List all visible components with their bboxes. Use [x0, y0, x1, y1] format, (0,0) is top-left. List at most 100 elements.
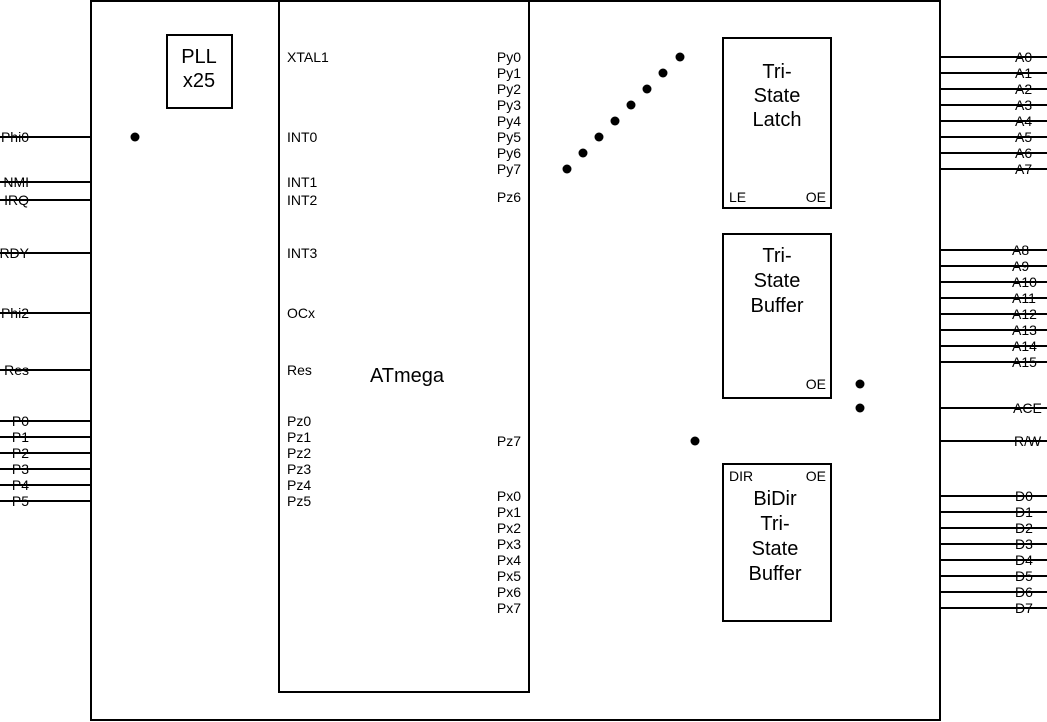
pin-label-py6: Py6	[497, 145, 521, 161]
data-label-d1: D1	[1015, 504, 1033, 520]
junction-py2	[642, 84, 652, 94]
bidir-dir-label: DIR	[729, 468, 753, 484]
address-label-a13: A13	[1012, 322, 1037, 338]
rw-label: R/W	[1014, 433, 1042, 449]
junction-py7	[562, 164, 572, 174]
pin-label-int1: INT1	[287, 174, 318, 190]
pin-label-py1: Py1	[497, 65, 521, 81]
pin-label-py2: Py2	[497, 81, 521, 97]
data-label-d0: D0	[1015, 488, 1033, 504]
address-label-a11: A11	[1012, 290, 1036, 306]
pin-label-pz6: Pz6	[497, 189, 521, 205]
junction-py5	[594, 132, 604, 142]
signal-label-p2: P2	[12, 445, 29, 461]
address-label-a8: A8	[1012, 242, 1029, 258]
junction-py3	[626, 100, 636, 110]
junction-buffer-oe	[855, 379, 865, 389]
address-label-a12: A12	[1012, 306, 1037, 322]
data-label-d4: D4	[1015, 552, 1033, 568]
pll-box	[166, 34, 233, 109]
pin-label-pz4: Pz4	[287, 477, 311, 493]
pin-label-px4: Px4	[497, 552, 521, 568]
buffer-label-1: Tri-	[762, 245, 791, 267]
pin-label-py4: Py4	[497, 113, 521, 129]
buffer-label-3: Buffer	[751, 295, 804, 317]
mcu-name-label: ATmega	[370, 365, 445, 387]
component-boxes	[90, 0, 941, 721]
pin-label-pz3: Pz3	[287, 461, 311, 477]
ace-label: ACE	[1013, 400, 1042, 416]
signal-label-phi2: Phi2	[1, 305, 29, 321]
bidir-label-2: Tri-	[760, 513, 789, 535]
pin-label-py7: Py7	[497, 161, 521, 177]
data-label-d5: D5	[1015, 568, 1033, 584]
junction-rw	[690, 436, 700, 446]
signal-label-irq: IRQ	[4, 192, 29, 208]
pin-label-int0: INT0	[287, 129, 318, 145]
atmega-box	[278, 0, 530, 693]
latch-label-2: State	[754, 85, 801, 107]
address-label-a15: A15	[1012, 354, 1037, 370]
junction-py6	[578, 148, 588, 158]
signal-label-p3: P3	[12, 461, 29, 477]
address-label-a6: A6	[1015, 145, 1032, 161]
junction-dots	[130, 52, 865, 446]
pin-label-px1: Px1	[497, 504, 521, 520]
address-label-a7: A7	[1015, 161, 1032, 177]
pin-label-pz0: Pz0	[287, 413, 311, 429]
bidir-box	[722, 463, 832, 622]
latch-label-3: Latch	[753, 109, 802, 131]
latch-box	[722, 37, 832, 209]
pin-label-py3: Py3	[497, 97, 521, 113]
pin-label-int2: INT2	[287, 192, 318, 208]
signal-label-p1: P1	[12, 429, 29, 445]
address-label-a1: A1	[1015, 65, 1032, 81]
address-label-a5: A5	[1015, 129, 1032, 145]
signal-label-p0: P0	[12, 413, 29, 429]
signal-label-nmi: NMI	[3, 174, 29, 190]
address-label-a4: A4	[1015, 113, 1032, 129]
pin-label-px2: Px2	[497, 520, 521, 536]
latch-label-1: Tri-	[762, 61, 791, 83]
pin-label-px3: Px3	[497, 536, 521, 552]
buffer-oe-label: OE	[806, 376, 826, 392]
junction-py0	[675, 52, 685, 62]
address-label-a0: A0	[1015, 49, 1032, 65]
pin-label-res: Res	[287, 362, 312, 378]
pin-label-pz1: Pz1	[287, 429, 311, 445]
junction-py4	[610, 116, 620, 126]
bidir-oe-label: OE	[806, 468, 826, 484]
data-label-d7: D7	[1015, 600, 1033, 616]
pin-label-px0: Px0	[497, 488, 521, 504]
pin-label-pz7: Pz7	[497, 433, 521, 449]
signal-label-p5: P5	[12, 493, 29, 509]
address-label-a10: A10	[1012, 274, 1037, 290]
data-label-d6: D6	[1015, 584, 1033, 600]
junction-phi0	[130, 132, 140, 142]
bidir-label-1: BiDir	[753, 488, 797, 510]
address-label-a9: A9	[1012, 258, 1029, 274]
pll-label-1: PLL	[181, 46, 217, 68]
signal-label-rdy: RDY	[0, 245, 30, 261]
data-label-d3: D3	[1015, 536, 1033, 552]
pin-label-xtal1: XTAL1	[287, 49, 329, 65]
junction-ace	[855, 403, 865, 413]
pll-label-2: x25	[183, 70, 215, 92]
signal-label-phi0: Phi0	[1, 129, 29, 145]
data-label-d2: D2	[1015, 520, 1033, 536]
latch-le-label: LE	[729, 189, 746, 205]
pin-label-int3: INT3	[287, 245, 318, 261]
pin-label-px7: Px7	[497, 600, 521, 616]
buffer-box	[722, 233, 832, 399]
bidir-label-4: Buffer	[749, 563, 802, 585]
buffer-label-2: State	[754, 270, 801, 292]
address-label-a2: A2	[1015, 81, 1032, 97]
pin-label-ocx: OCx	[287, 305, 315, 321]
signal-label-res: Res	[4, 362, 29, 378]
bidir-label-3: State	[752, 538, 799, 560]
signal-label-p4: P4	[12, 477, 29, 493]
latch-oe-label: OE	[806, 189, 826, 205]
pin-label-pz5: Pz5	[287, 493, 311, 509]
